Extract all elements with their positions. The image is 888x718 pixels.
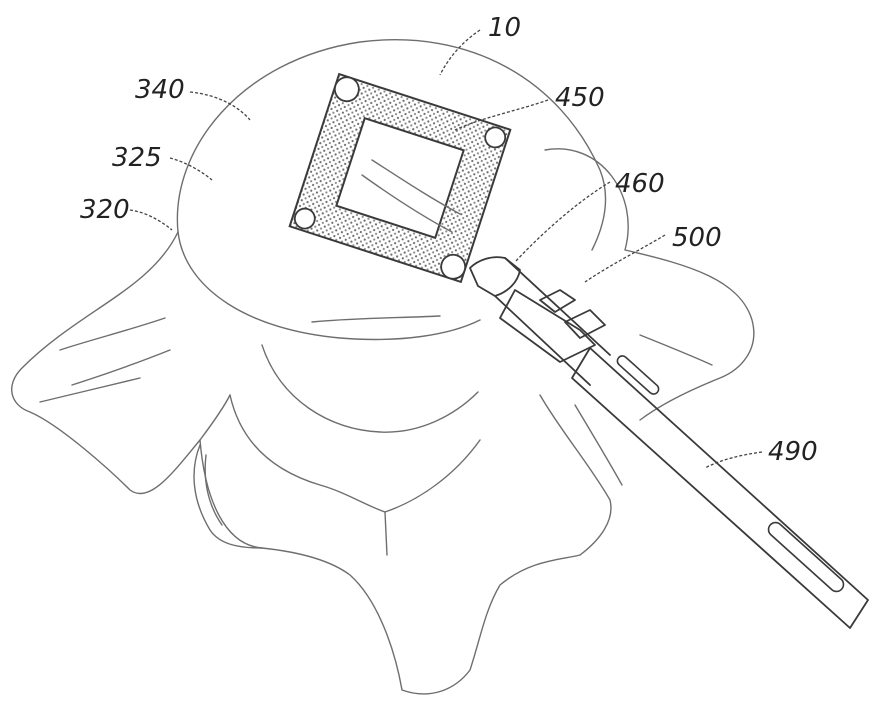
label-endplate: 340 <box>135 75 185 105</box>
spinous-process <box>199 439 581 695</box>
label-body: 325 <box>112 143 162 173</box>
label-implant: 10 <box>488 13 521 43</box>
leader-320 <box>129 209 173 231</box>
label-vertebra: 320 <box>80 195 130 225</box>
tool-shaft-slot-upper <box>616 355 660 395</box>
facet-right-inner <box>574 404 623 486</box>
tool-shaft <box>571 347 869 629</box>
label-shaft: 490 <box>768 437 818 467</box>
spinous-process-ridge <box>384 511 388 556</box>
leader-490 <box>704 451 763 469</box>
implant-corner-hole-bottom-right <box>440 253 467 280</box>
leader-340 <box>189 91 251 121</box>
tool-grip-collar-2 <box>564 309 606 339</box>
right-process-groove <box>639 334 713 366</box>
vertebral-body-outline <box>176 39 607 251</box>
label-window: 450 <box>555 83 605 113</box>
implant-window-strut <box>361 174 453 233</box>
tool-neck <box>494 257 611 386</box>
right-transverse-process <box>544 148 755 421</box>
implant-corner-hole-bottom-left <box>293 207 316 230</box>
implant-frame-body <box>288 72 512 284</box>
leader-460 <box>514 181 611 263</box>
tool-engagement-tip <box>469 256 521 297</box>
tool-grip-collar <box>539 289 576 313</box>
left-process-groove-1 <box>59 317 166 351</box>
implant-corner-hole-top-left <box>333 76 360 103</box>
implant-frame <box>288 72 512 284</box>
left-process-groove-3 <box>39 377 141 403</box>
leader-500 <box>584 234 666 283</box>
leader-10 <box>439 29 481 76</box>
leader-325 <box>169 157 213 181</box>
facet-left-inner <box>204 454 223 526</box>
left-process-groove-2 <box>71 349 171 386</box>
lamina-outline <box>261 344 479 433</box>
vertebral-rim <box>177 231 481 341</box>
label-grip: 500 <box>672 223 722 253</box>
tool-shaft-slot-lower <box>767 521 845 593</box>
facet-right <box>539 394 612 556</box>
insertion-tool <box>469 256 869 629</box>
facet-left <box>193 444 263 549</box>
tool-grip <box>499 289 596 363</box>
implant-window-strut-2 <box>371 159 461 215</box>
rim-inner-line <box>311 315 441 323</box>
implant-corner-hole-top-right <box>484 126 507 149</box>
lamina-lower <box>229 394 481 513</box>
label-engagement: 460 <box>615 169 665 199</box>
